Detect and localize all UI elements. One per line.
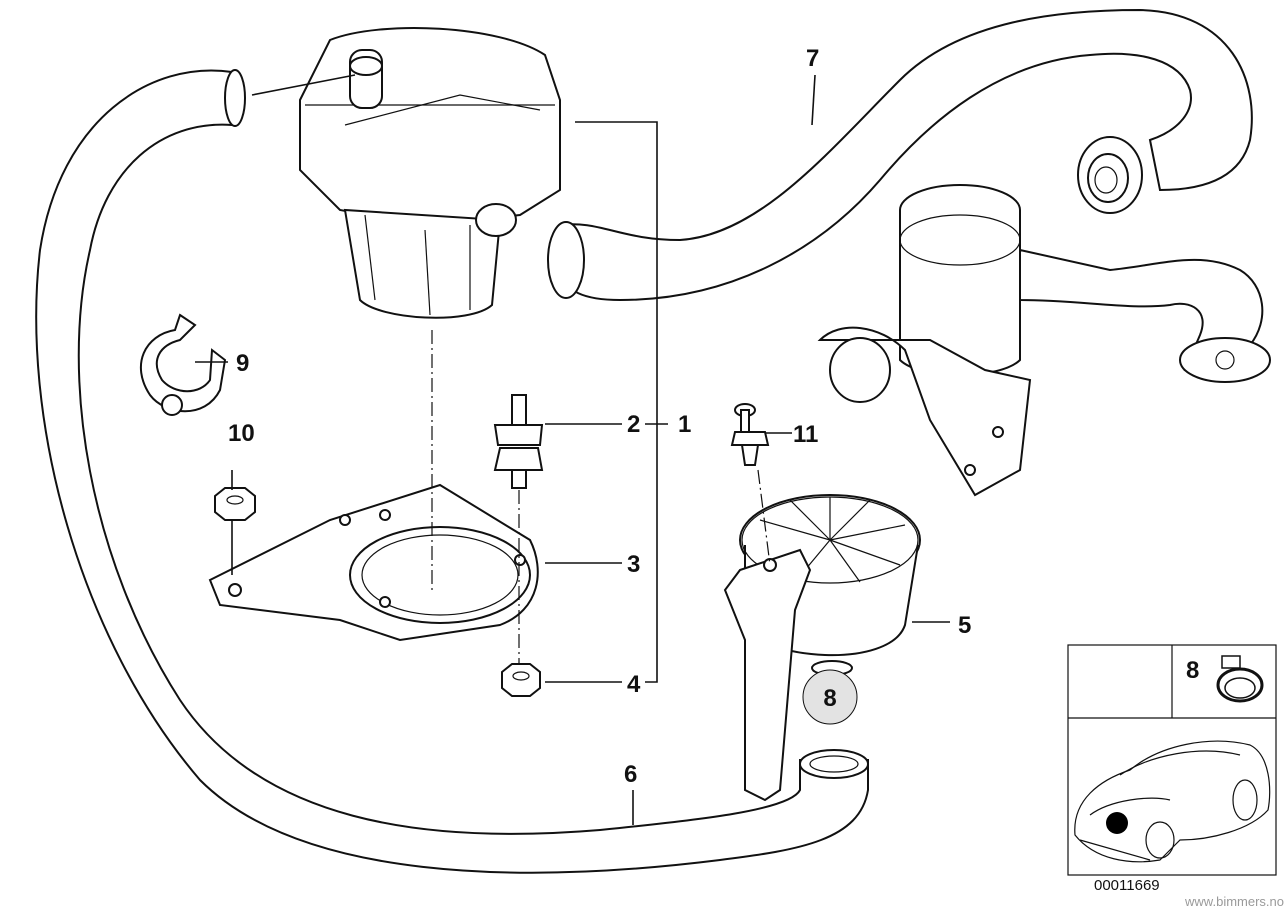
- callout-5: 5: [958, 612, 971, 639]
- callout-9: 9: [236, 350, 249, 377]
- inset-callout-8: 8: [1186, 657, 1199, 684]
- callout-10: 10: [228, 420, 255, 447]
- inset-panel: 8: [1067, 644, 1277, 876]
- callout-8-circle-label: 8: [823, 685, 836, 712]
- callout-4: 4: [627, 671, 641, 698]
- check-valve-assembly: [817, 184, 1271, 497]
- nut-4: [501, 663, 541, 697]
- callout-11: 11: [793, 421, 818, 448]
- watermark-text: www.bimmers.no: [1184, 894, 1284, 909]
- bracket-3: [208, 483, 539, 642]
- leader-lines: [195, 74, 950, 825]
- clip-9: [140, 313, 227, 416]
- rubber-mount-2: [493, 394, 544, 489]
- callout-6: 6: [624, 761, 637, 788]
- callout-3: 3: [627, 551, 640, 578]
- callout-7: 7: [806, 45, 819, 72]
- car-location-icon: [1074, 740, 1271, 863]
- hose-7: [547, 8, 1253, 302]
- air-pump: [299, 27, 561, 319]
- rivet-11: [730, 403, 770, 466]
- callout-1: 1: [678, 411, 691, 438]
- hose-clamp-icon: [1216, 655, 1264, 703]
- filter-5: [723, 494, 921, 802]
- document-id: 00011669: [1094, 877, 1160, 894]
- callout-2: 2: [627, 411, 640, 438]
- hose-6: [35, 69, 869, 874]
- callout-8-circle: 8: [802, 669, 858, 725]
- nut-10: [214, 487, 256, 521]
